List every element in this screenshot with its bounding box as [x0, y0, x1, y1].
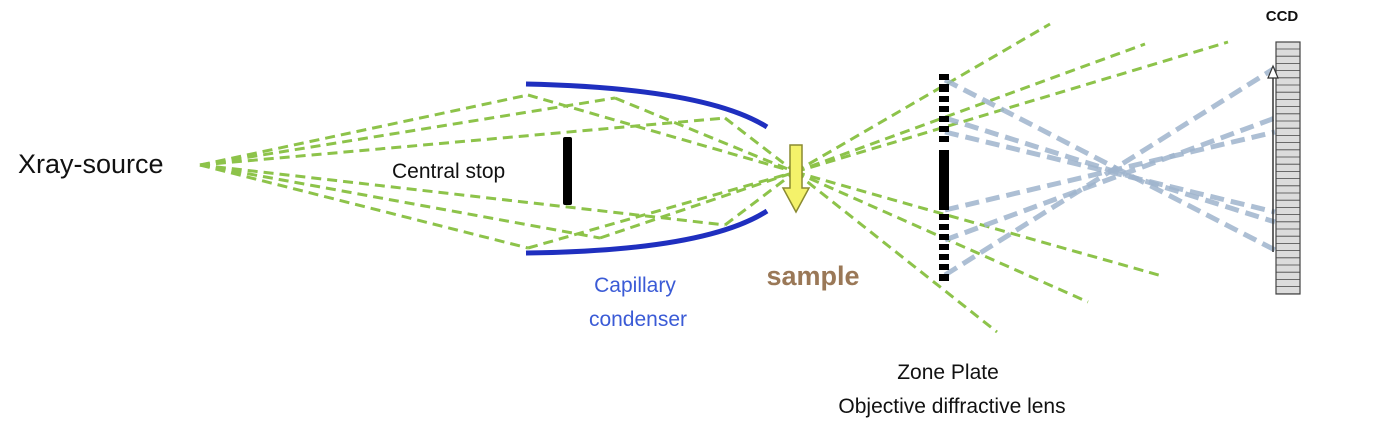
zone-plate [939, 74, 949, 281]
condenser-upper-wall [525, 81, 769, 130]
ray [599, 170, 796, 240]
zone-plate-stripe [939, 234, 949, 240]
capillary-condenser [525, 81, 769, 256]
zone-plate-stripe [939, 84, 949, 92]
ccd-label: CCD [1266, 8, 1299, 25]
ray [199, 96, 616, 167]
central-stop [563, 137, 572, 205]
ccd-detector [1267, 41, 1301, 295]
ray [794, 42, 1146, 174]
zone-plate-stripe [939, 136, 949, 142]
zone-plate-stripe [939, 254, 949, 260]
zone-plate-stripes [939, 74, 949, 281]
image-arrow-head-icon [1267, 64, 1279, 79]
sample-label: sample [766, 261, 859, 291]
zone-plate-stripe [939, 106, 949, 112]
ccd-pixel-rows [1276, 48, 1300, 295]
source-label: Xray-source [18, 149, 164, 179]
zone-plate-stripe [939, 224, 949, 230]
zone-plate-stripe [939, 126, 949, 132]
zone-plate-stripe [939, 116, 949, 122]
zone-plate-stripe [939, 244, 949, 250]
ray [614, 96, 796, 174]
ray [943, 77, 1277, 253]
zone-plate-stripe [939, 274, 949, 281]
ray [794, 22, 1051, 174]
zone-plate-stripe [939, 264, 949, 270]
ray [199, 116, 726, 167]
condenser-label-line1: Capillary [594, 274, 676, 297]
zone-plate-stripe [939, 96, 949, 102]
ray [527, 93, 796, 174]
zone-plate-core [939, 150, 949, 210]
ray [794, 40, 1229, 174]
zone-plate-label-line1: Zone Plate [897, 361, 999, 384]
ray [199, 93, 529, 167]
ray [724, 170, 796, 227]
ray [943, 65, 1277, 278]
ray [527, 170, 796, 250]
central-stop-label: Central stop [392, 160, 505, 183]
ray [199, 163, 601, 240]
imaging-rays [943, 65, 1277, 278]
condenser-lower-wall [525, 208, 769, 256]
ray [724, 116, 796, 174]
ray [199, 163, 529, 250]
condenser-label-line2: condenser [589, 308, 687, 331]
ray [199, 163, 726, 227]
zone-plate-stripe [939, 74, 949, 80]
ray [794, 170, 998, 334]
sample-arrow-icon [781, 144, 811, 214]
zone-plate-stripe [939, 214, 949, 220]
illumination-rays [199, 22, 1229, 334]
ray [944, 115, 1276, 243]
ccd-body [1275, 41, 1301, 295]
zone-plate-label-line2: Objective diffractive lens [838, 395, 1065, 418]
